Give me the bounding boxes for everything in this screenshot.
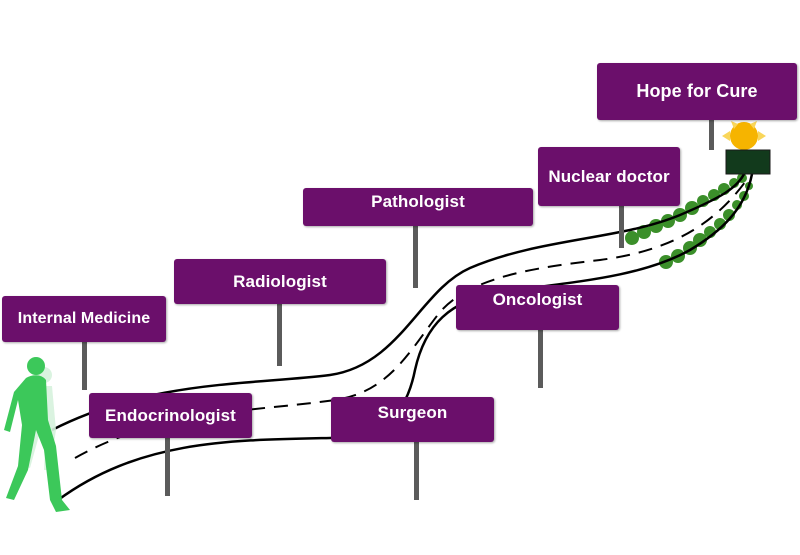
sign-label: Endocrinologist [105,405,236,425]
post-internal-medicine [82,342,87,390]
sign-radiologist: Radiologist [174,259,386,304]
post-surgeon [414,442,419,500]
post-pathologist [413,226,418,288]
walking-person-icon [4,357,70,512]
road-center-line [74,177,749,459]
sign-label: Radiologist [233,271,327,291]
goal-sign-icon [725,149,771,175]
sign-label: Nuclear doctor [548,166,670,186]
sign-label: Pathologist [371,192,465,211]
post-hope-for-cure [709,120,714,150]
post-oncologist [538,330,543,388]
sign-nuclear-doctor: Nuclear doctor [538,147,680,206]
post-nuclear-doctor [619,206,624,248]
sun-icon [722,121,766,150]
post-radiologist [277,304,282,366]
sign-label: Hope for Cure [636,81,758,101]
sign-label: Oncologist [492,290,583,309]
road-upper-edge [51,171,747,432]
sign-endocrinologist: Endocrinologist [89,393,252,438]
sign-surgeon: Surgeon [331,397,494,442]
sign-hope-for-cure: Hope for Cure [597,63,797,120]
sign-internal-medicine: Internal Medicine [2,296,166,342]
sign-label: Surgeon [377,403,448,422]
sign-pathologist: Pathologist [303,188,533,226]
sign-oncologist: Oncologist [456,285,619,330]
road-lower-edge [57,173,754,502]
sign-label: Internal Medicine [17,310,151,327]
post-endocrinologist [165,438,170,496]
